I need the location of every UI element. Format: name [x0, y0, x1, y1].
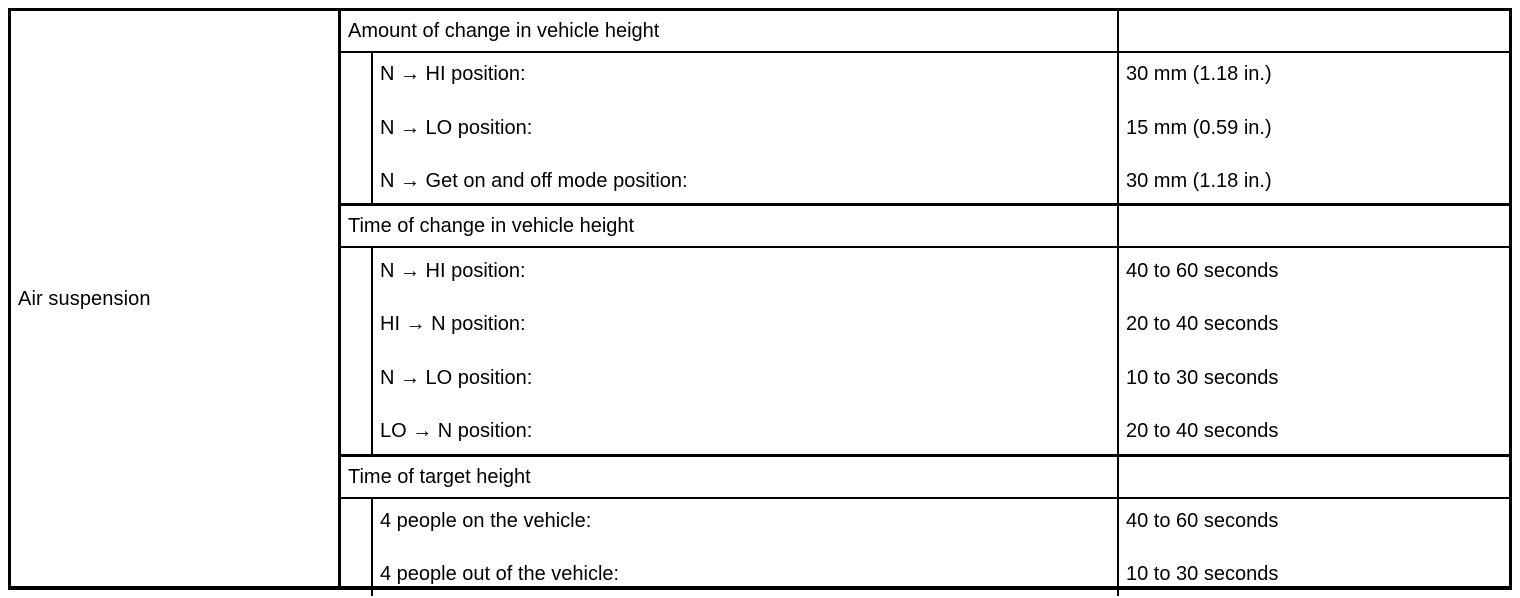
item-value: 30 mm (1.18 in.) [1126, 63, 1272, 86]
indent-column [341, 53, 373, 203]
group-header-label-cell: Amount of change in vehicle height [341, 11, 1119, 51]
group-body-label-cell: N → HI position: N → LO position: N → Ge… [341, 53, 1119, 203]
indent-column [341, 499, 373, 596]
group-header-label-cell: Time of change in vehicle height [341, 206, 1119, 246]
row-label-cell: Air suspension [11, 11, 341, 586]
item-label-list: 4 people on the vehicle: 4 people out of… [373, 499, 1117, 596]
group-header-row: Amount of change in vehicle height [341, 11, 1509, 53]
item-label: N → LO position: [380, 116, 533, 139]
spec-groups: Amount of change in vehicle height N → H… [341, 11, 1509, 596]
item-value: 10 to 30 seconds [1126, 563, 1279, 585]
group-body-row: 4 people on the vehicle: 4 people out of… [341, 499, 1509, 596]
item-label: 4 people out of the vehicle: [380, 563, 620, 585]
item-label-list: N → HI position: N → LO position: N → Ge… [373, 53, 1117, 203]
item-value-list: 40 to 60 seconds 10 to 30 seconds [1119, 499, 1509, 596]
item-label: N → Get on and off mode position: [380, 170, 688, 193]
group-header-value-cell [1119, 206, 1509, 246]
group-header-row: Time of change in vehicle height [341, 206, 1509, 248]
group-header-value-cell [1119, 11, 1509, 51]
item-label: N → LO position: [380, 366, 533, 389]
item-value: 40 to 60 seconds [1126, 509, 1279, 532]
row-label-text: Air suspension [18, 287, 151, 310]
item-value: 30 mm (1.18 in.) [1126, 170, 1272, 193]
item-value: 10 to 30 seconds [1126, 366, 1279, 389]
group-header-value-cell [1119, 457, 1509, 497]
item-label: N → HI position: [380, 259, 526, 282]
item-value: 20 to 40 seconds [1126, 419, 1279, 442]
group-header-row: Time of target height [341, 457, 1509, 499]
item-value-list: 30 mm (1.18 in.) 15 mm (0.59 in.) 30 mm … [1119, 53, 1509, 203]
group-header-text: Time of target height [348, 466, 531, 488]
group-body-row: N → HI position: N → LO position: N → Ge… [341, 53, 1509, 203]
spec-group-time-of-change: Time of change in vehicle height N → HI … [341, 203, 1509, 454]
group-header-text: Amount of change in vehicle height [348, 20, 660, 42]
group-header-label-cell: Time of target height [341, 457, 1119, 497]
air-suspension-spec-table: Air suspension Amount of change in vehic… [8, 8, 1512, 596]
indent-column [341, 248, 373, 454]
item-label: LO → N position: [380, 419, 533, 442]
group-body-label-cell: 4 people on the vehicle: 4 people out of… [341, 499, 1119, 596]
item-label: 4 people on the vehicle: [380, 509, 592, 532]
item-value-list: 40 to 60 seconds 20 to 40 seconds 10 to … [1119, 248, 1509, 454]
spec-group-time-of-target-height: Time of target height 4 people on the ve… [341, 454, 1509, 596]
item-label: HI → N position: [380, 313, 526, 336]
item-value: 40 to 60 seconds [1126, 259, 1279, 282]
spec-group-amount-of-change: Amount of change in vehicle height N → H… [341, 11, 1509, 203]
group-header-text: Time of change in vehicle height [348, 215, 635, 237]
item-value: 20 to 40 seconds [1126, 313, 1279, 336]
item-label-list: N → HI position: HI → N position: N → LO… [373, 248, 1117, 454]
item-value: 15 mm (0.59 in.) [1126, 116, 1272, 139]
group-body-label-cell: N → HI position: HI → N position: N → LO… [341, 248, 1119, 454]
group-body-row: N → HI position: HI → N position: N → LO… [341, 248, 1509, 454]
item-label: N → HI position: [380, 63, 526, 86]
